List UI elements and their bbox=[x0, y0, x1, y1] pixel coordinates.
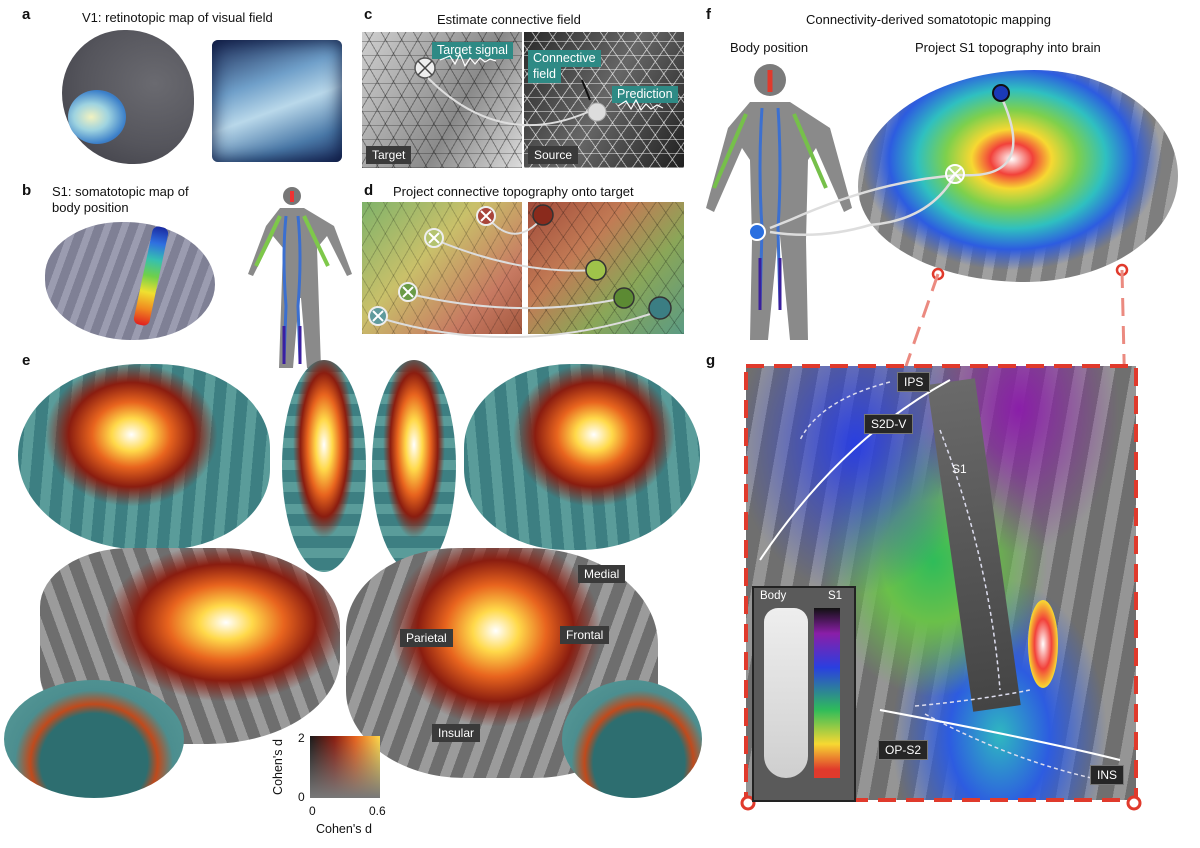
project-s1-label: Project S1 topography into brain bbox=[915, 40, 1101, 55]
connective-field-label-2: field bbox=[528, 66, 561, 83]
medial-label: Medial bbox=[578, 565, 626, 583]
panel-d-title: Project connective topography onto targe… bbox=[393, 184, 634, 199]
colorbar-x-label: Cohen's d bbox=[316, 822, 372, 836]
body-s1-inset: Body S1 bbox=[752, 586, 856, 802]
s2dv-label: S2D-V bbox=[864, 414, 914, 434]
inset-colour-strip bbox=[814, 608, 840, 778]
panel-b-title-2: body position bbox=[52, 200, 129, 215]
panel-d-letter: d bbox=[364, 182, 374, 199]
cohens-d-colorbar bbox=[310, 736, 380, 798]
source-label: Source bbox=[528, 146, 579, 164]
panel-c-title: Estimate connective field bbox=[437, 12, 581, 27]
target-label: Target bbox=[366, 146, 412, 164]
body-position-marker bbox=[748, 223, 766, 241]
target-projection-map bbox=[362, 202, 522, 334]
right-dorsal-brain bbox=[372, 360, 456, 572]
panel-f-letter: f bbox=[706, 6, 711, 23]
panel-e-letter: e bbox=[22, 352, 31, 369]
panel-g-letter: g bbox=[706, 352, 716, 369]
ips-label: IPS bbox=[897, 372, 931, 392]
target-signal-label: Target signal bbox=[432, 42, 513, 59]
colorbar-y-bottom: 0 bbox=[298, 790, 305, 804]
op-s2-label: OP-S2 bbox=[878, 740, 929, 760]
inset-body-silhouette bbox=[764, 608, 808, 778]
right-medial-brain bbox=[562, 680, 702, 798]
panel-a-letter: a bbox=[22, 6, 31, 23]
connective-field-label-1: Connective bbox=[528, 50, 601, 67]
colorbar-x-left: 0 bbox=[309, 804, 316, 818]
left-dorsal-brain bbox=[282, 360, 366, 572]
frontal-label: Frontal bbox=[560, 626, 610, 644]
s1-hotspot bbox=[1028, 600, 1058, 688]
visual-field-photo bbox=[212, 40, 342, 162]
prediction-label: Prediction bbox=[612, 86, 678, 103]
somatotopic-brain-image bbox=[858, 70, 1178, 282]
panel-a-title: V1: retinotopic map of visual field bbox=[82, 10, 273, 25]
insular-label: Insular bbox=[432, 724, 481, 742]
projected-vertex-marker bbox=[992, 84, 1010, 102]
ins-label: INS bbox=[1090, 765, 1125, 785]
panel-b-title-1: S1: somatotopic map of bbox=[52, 184, 189, 199]
inset-body-label: Body bbox=[760, 590, 787, 602]
colorbar-y-top: 2 bbox=[298, 731, 305, 745]
panel-c-letter: c bbox=[364, 6, 373, 23]
inset-s1-label: S1 bbox=[828, 590, 843, 602]
left-lateral-brain bbox=[18, 364, 270, 550]
s1-label: S1 bbox=[952, 462, 967, 476]
s1-brain-image bbox=[45, 222, 215, 340]
right-lateral-brain bbox=[464, 364, 700, 550]
colorbar-x-right: 0.6 bbox=[369, 804, 386, 818]
panel-b-letter: b bbox=[22, 182, 32, 199]
v1-retinotopic-patch bbox=[68, 90, 126, 144]
panel-f-title: Connectivity-derived somatotopic mapping bbox=[806, 12, 1051, 27]
left-medial-brain bbox=[4, 680, 184, 798]
parietal-label: Parietal bbox=[400, 629, 453, 647]
body-position-label: Body position bbox=[730, 40, 809, 55]
